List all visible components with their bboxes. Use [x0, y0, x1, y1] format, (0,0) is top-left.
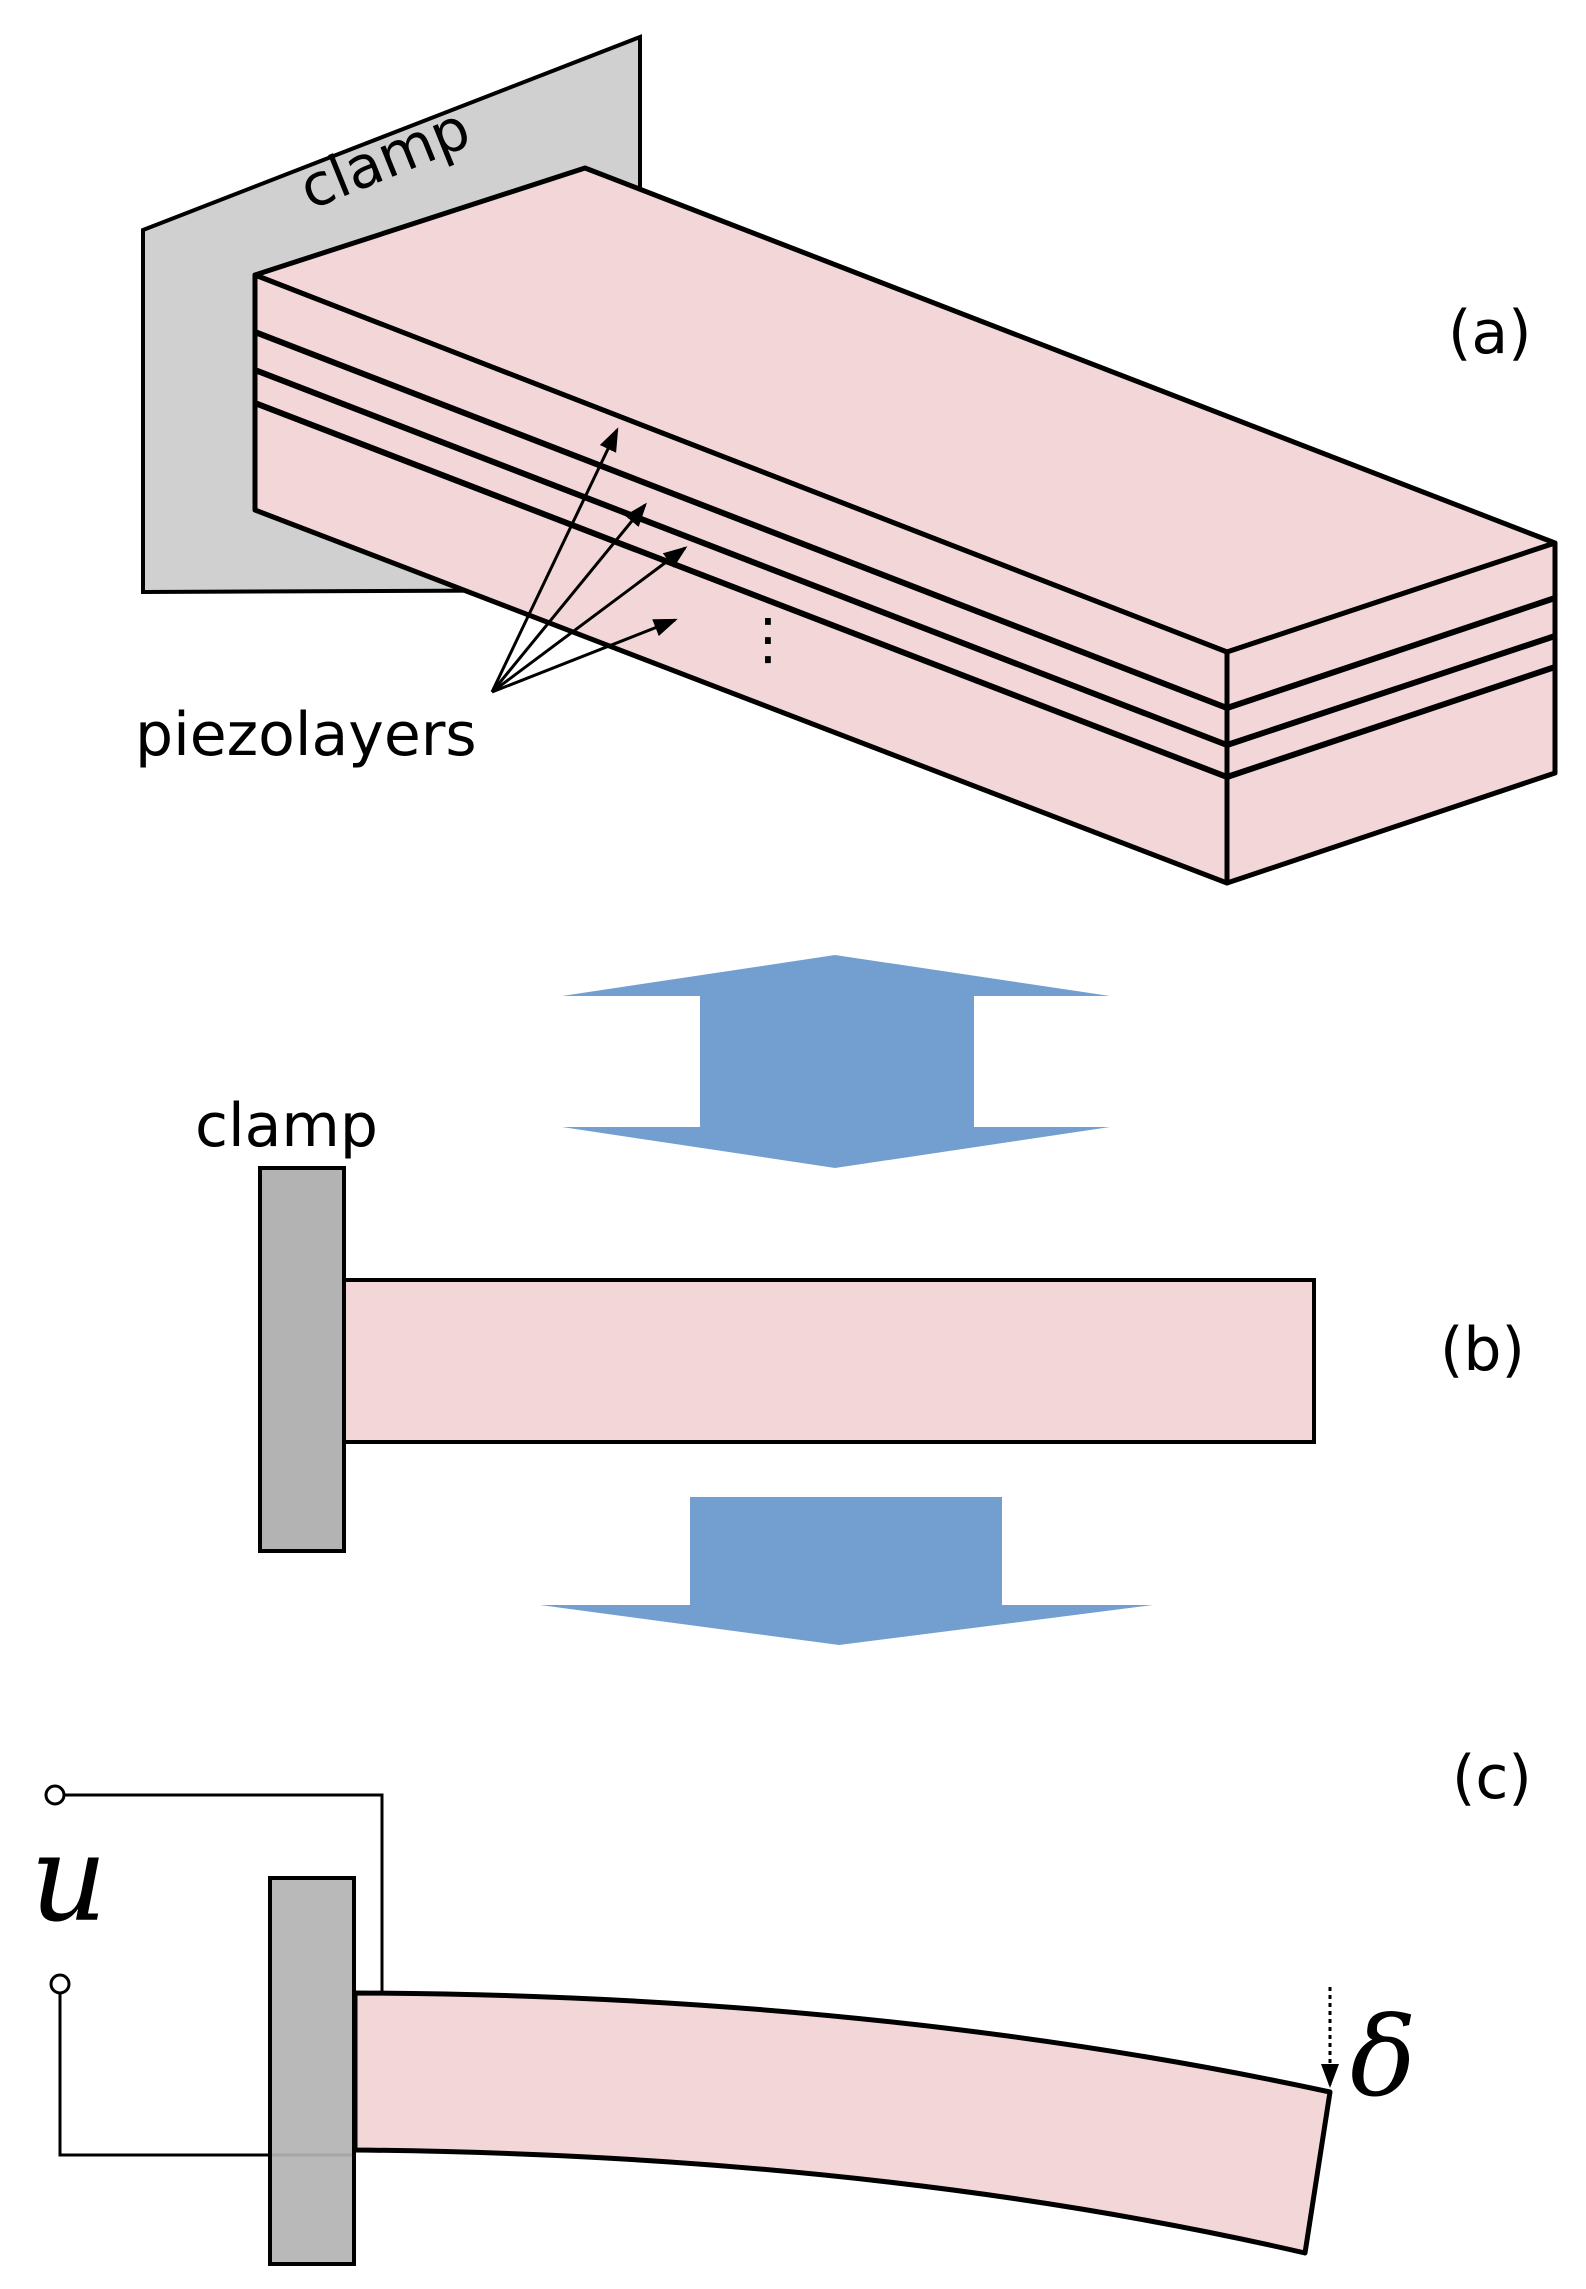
piezolayer-line-3 [253, 400, 1229, 780]
deflection-symbol: δ [1350, 1993, 1416, 2121]
panel-c: (c) u δ [30, 1743, 1532, 2266]
beam-side-b [342, 1278, 1316, 1444]
layers-ellipsis: ⋮ [740, 607, 796, 672]
panel-tag-b: (b) [1440, 1315, 1525, 1385]
clamp-block-b [258, 1166, 346, 1553]
clamp-label-b: clamp [195, 1091, 378, 1161]
down-arrow-b-c [540, 1497, 1153, 1645]
voltage-wires [58, 1793, 384, 2157]
piezolayers-label: piezolayers [135, 700, 477, 770]
voltage-symbol: u [30, 1810, 107, 1949]
piezolayer-line-1 [253, 329, 1229, 711]
panel-tag-c: (c) [1452, 1743, 1532, 1813]
piezolayer-end-line-3 [1226, 664, 1556, 780]
panel-a: clamp piezolayers ⋮ (a) [135, 34, 1558, 886]
bent-beam [352, 1990, 1333, 2256]
piezolayer-end-line-1 [1226, 595, 1556, 711]
piezolayer-arrows [490, 427, 688, 694]
terminal-bottom [49, 1973, 71, 1995]
piezolayer-end-line-2 [1226, 633, 1556, 748]
double-arrow-a-b [562, 955, 1110, 1168]
piezolayer-line-2 [253, 367, 1229, 748]
clamp-block-c [268, 1876, 356, 2266]
panel-tag-a: (a) [1448, 298, 1532, 368]
panel-b: clamp (b) [195, 1091, 1525, 1553]
terminal-top [44, 1784, 66, 1806]
